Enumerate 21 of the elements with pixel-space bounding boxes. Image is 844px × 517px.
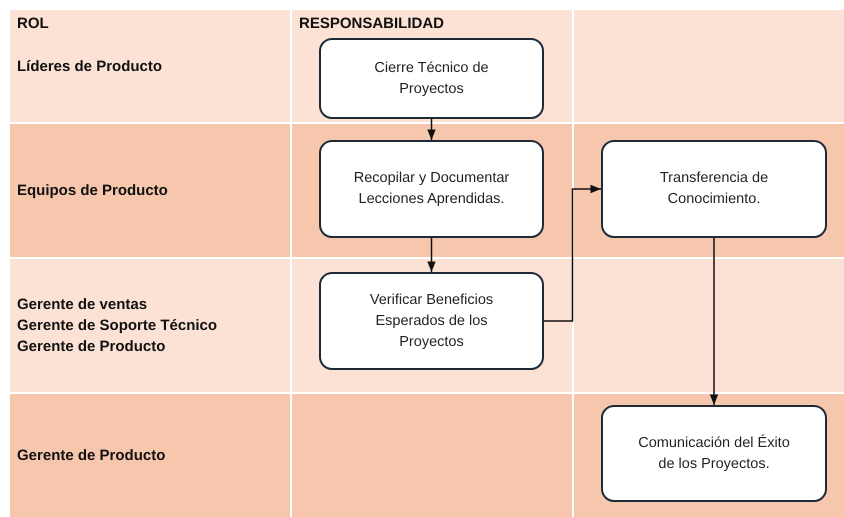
process-box: Recopilar y Documentar Lecciones Aprendidas.	[319, 140, 544, 238]
process-box: Cierre Técnico de Proyectos	[319, 38, 544, 119]
role-label: Gerente de Producto	[17, 337, 166, 357]
arrow	[710, 238, 718, 405]
column-header: RESPONSABILIDAD	[299, 15, 444, 32]
role-label: Gerente de ventas	[17, 295, 148, 315]
role-label: Gerente de Soporte Técnico	[17, 316, 218, 336]
role-label: Gerente de Producto	[17, 446, 166, 466]
column-header: ROL	[17, 15, 49, 32]
process-box: Verificar Beneficios Esperados de los Proyectos	[319, 272, 544, 370]
arrow	[427, 238, 436, 272]
role-label: Equipos de Producto	[17, 181, 168, 201]
arrow	[544, 184, 601, 322]
swimlane-row	[10, 124, 844, 257]
role-label: Líderes de Producto	[17, 56, 162, 76]
arrow	[427, 119, 436, 140]
process-box: Transferencia de Conocimiento.	[601, 140, 827, 238]
process-box: Comunicación del Éxito de los Proyectos.	[601, 405, 827, 502]
swimlane-row	[10, 394, 844, 517]
swimlane-row	[10, 259, 844, 392]
swimlane-row	[10, 10, 844, 122]
